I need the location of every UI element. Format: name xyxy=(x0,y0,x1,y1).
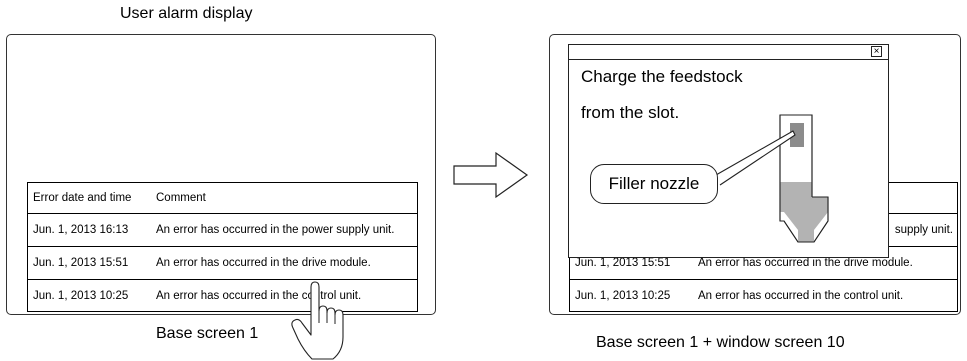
table-row[interactable]: Jun. 1, 2013 10:25 An error has occurred… xyxy=(28,279,417,312)
row-comment: An error has occurred in the power suppl… xyxy=(156,224,395,236)
row-date: Jun. 1, 2013 16:13 xyxy=(33,224,129,236)
row-date: Jun. 1, 2013 15:51 xyxy=(575,257,671,269)
filler-nozzle-callout: Filler nozzle xyxy=(590,164,718,204)
row-comment-partial: supply unit. xyxy=(894,224,953,236)
row-comment: An error has occurred in the drive modul… xyxy=(698,257,913,269)
row-comment: An error has occurred in the control uni… xyxy=(698,290,904,302)
user-alarm-table: Error date and time Comment Jun. 1, 2013… xyxy=(27,182,418,312)
callout-leader xyxy=(715,130,796,186)
base-screen-1-caption: Base screen 1 xyxy=(156,325,259,342)
header-error-date-time: Error date and time xyxy=(33,192,132,204)
table-row[interactable]: Jun. 1, 2013 16:13 An error has occurred… xyxy=(28,213,417,246)
window-screen-10: × Charge the feedstock from the slot. xyxy=(568,44,889,258)
header-comment: Comment xyxy=(156,192,206,204)
row-date: Jun. 1, 2013 10:25 xyxy=(33,290,129,302)
right-arrow-icon xyxy=(453,151,529,199)
row-date: Jun. 1, 2013 15:51 xyxy=(33,257,129,269)
table-row[interactable]: Jun. 1, 2013 15:51 An error has occurred… xyxy=(28,246,417,279)
filler-nozzle-shape xyxy=(790,123,804,147)
hand-pointer-icon xyxy=(291,281,344,360)
instruction-line-1: Charge the feedstock xyxy=(581,67,743,86)
row-date: Jun. 1, 2013 10:25 xyxy=(575,290,671,302)
instruction-line-2: from the slot. xyxy=(581,103,680,122)
close-icon[interactable]: × xyxy=(871,46,882,57)
window-title-bar[interactable]: × xyxy=(569,45,888,60)
row-comment: An error has occurred in the control uni… xyxy=(156,290,362,302)
base-screen-window-caption: Base screen 1 + window screen 10 xyxy=(596,334,845,351)
table-row[interactable]: Jun. 1, 2013 10:25 An error has occurred… xyxy=(570,279,957,312)
table-header-row: Error date and time Comment xyxy=(28,183,417,213)
row-comment: An error has occurred in the drive modul… xyxy=(156,257,371,269)
user-alarm-display-caption: User alarm display xyxy=(120,5,253,22)
hopper-diagram xyxy=(779,114,829,243)
